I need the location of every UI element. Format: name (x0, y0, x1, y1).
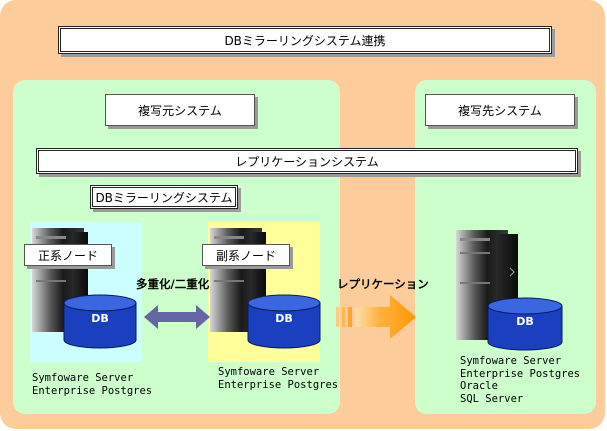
product-line: Enterprise Postgres (460, 367, 581, 380)
product-line: Symfoware Server (460, 355, 562, 367)
target-system-label: 複写先システム (425, 94, 575, 126)
product-line: Oracle (460, 380, 498, 392)
target-db-icon (487, 297, 563, 351)
duplex-label: 多重化/二重化 (136, 277, 210, 291)
replication-arrow-label: レプリケーション (337, 277, 429, 291)
primary-node-products: Symfoware Server Enterprise Postgres (32, 372, 152, 397)
product-line: Symfoware Server (32, 372, 134, 384)
product-line: Enterprise Postgres (32, 384, 153, 397)
primary-db-icon (63, 294, 137, 349)
secondary-node-products: Symfoware Server Enterprise Postgres (218, 366, 338, 391)
product-line: Enterprise Postgres (218, 378, 339, 391)
product-line: Symfoware Server (218, 366, 320, 378)
target-db-label: DB (516, 315, 534, 328)
secondary-db-label: DB (275, 312, 293, 325)
primary-node-label: 正系ノード (24, 244, 112, 266)
secondary-db-icon (247, 294, 321, 349)
mirroring-system-label: DBミラーリングシステム (90, 185, 238, 209)
replication-system-label: レプリケーションシステム (36, 148, 578, 174)
target-products: Symfoware Server Enterprise Postgres Ora… (460, 355, 580, 405)
primary-db-label: DB (91, 312, 109, 325)
diagram-title: DBミラーリングシステム連携 (58, 26, 552, 54)
duplex-arrow (144, 305, 210, 329)
source-system-label: 複写元システム (105, 94, 255, 126)
replication-arrow (336, 295, 416, 339)
secondary-node-label: 副系ノード (202, 244, 290, 266)
product-line: SQL Server (460, 392, 524, 405)
